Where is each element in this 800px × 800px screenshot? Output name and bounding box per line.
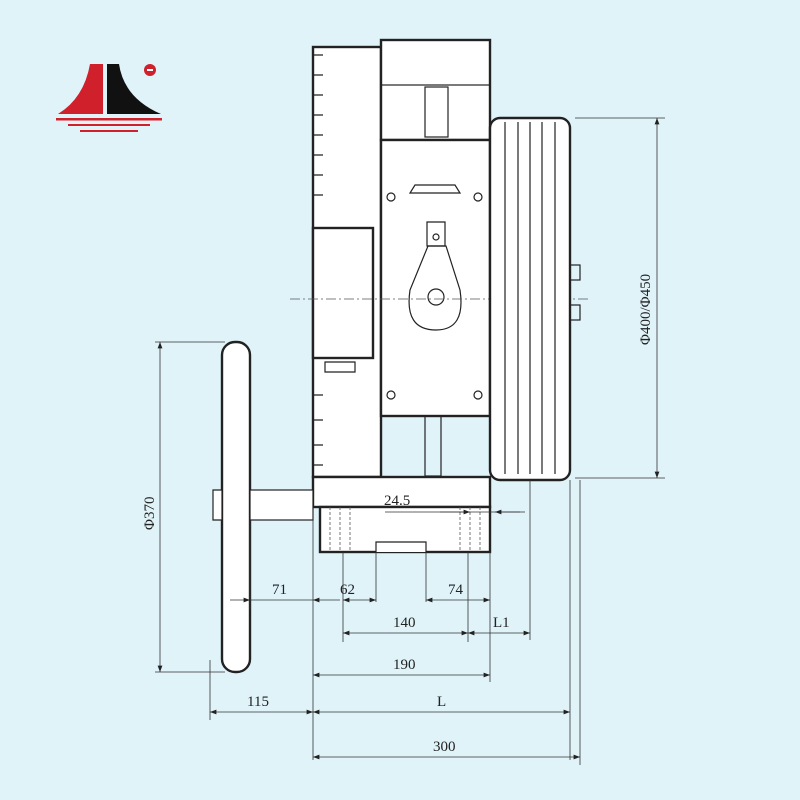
dim-l1: L1	[493, 615, 510, 631]
dim-24-5: 24.5	[384, 493, 410, 509]
motor-body	[290, 38, 590, 554]
company-logo	[56, 64, 162, 132]
dim-74: 74	[448, 582, 464, 598]
dim-fan-diameter: Φ370	[142, 497, 158, 530]
dim-140: 140	[393, 615, 416, 631]
dim-115: 115	[247, 694, 269, 710]
dim-71: 71	[272, 582, 287, 598]
dim-190: 190	[393, 657, 416, 673]
dim-300: 300	[433, 739, 456, 755]
dim-62: 62	[340, 582, 355, 598]
fan	[212, 340, 314, 674]
traction-sheave	[488, 116, 581, 482]
dimension-lines	[155, 117, 665, 765]
dim-sheave-diameter: Φ400/Φ450	[638, 274, 654, 345]
dim-l: L	[437, 694, 446, 710]
